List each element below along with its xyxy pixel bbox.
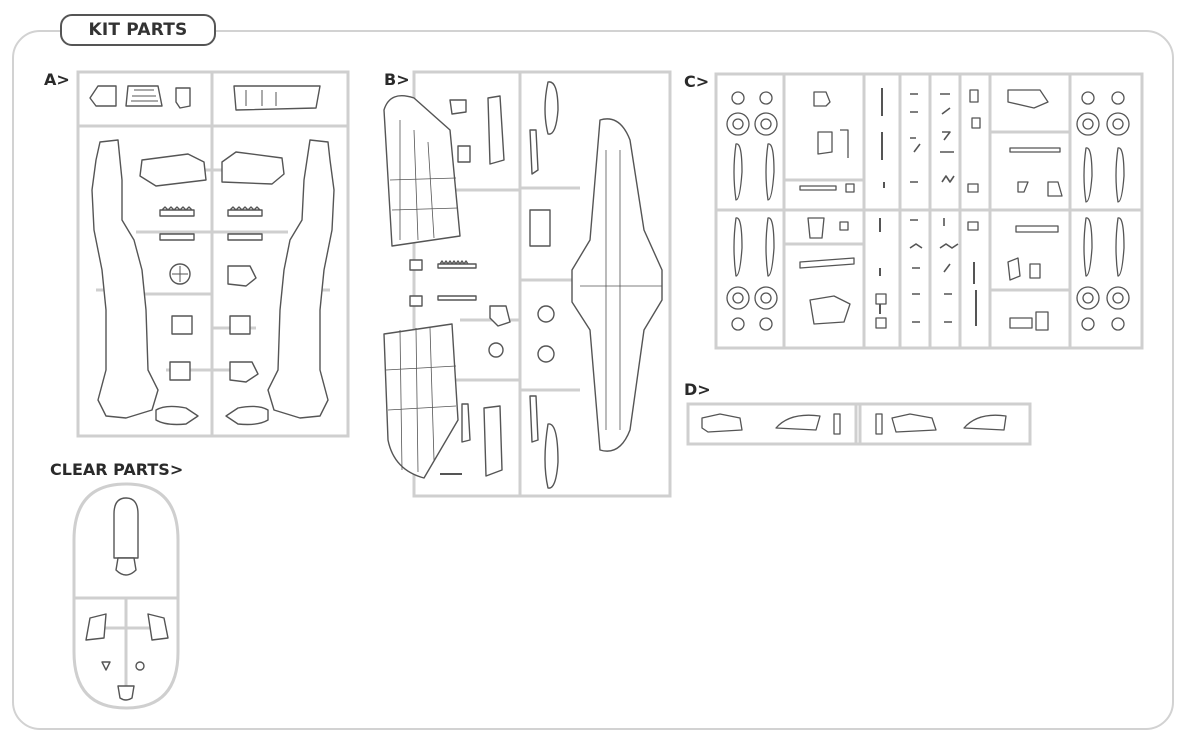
main-wing-part: [571, 118, 663, 452]
canopy-frame-part: [89, 85, 117, 107]
kit-parts-frame: [12, 30, 1174, 730]
wheel-part: [731, 91, 745, 105]
exhaust-strip-part: [159, 206, 195, 217]
drop-tank-right: [225, 405, 269, 426]
fuselage-left-part: [91, 139, 159, 419]
fairing-left-part: [139, 153, 207, 187]
page-title-text: KIT PARTS: [88, 20, 188, 40]
sprue-c-label: C>: [684, 72, 710, 91]
page-title: KIT PARTS: [60, 14, 216, 46]
canopy-part: [113, 497, 139, 559]
seat-part-left: [171, 315, 193, 335]
clear-parts-sprue: [72, 482, 180, 710]
blade-part-lower: [544, 423, 559, 489]
windscreen-part-left: [85, 613, 107, 641]
sprue-a-label: A>: [44, 70, 70, 89]
wing-panel-lower: [383, 323, 459, 479]
wing-panel-upper: [383, 95, 461, 247]
drop-tank-left: [155, 405, 199, 426]
gear-door-part: [701, 413, 743, 433]
cockpit-tub-part: [529, 209, 551, 247]
windscreen-part-right: [147, 613, 169, 641]
sprue-b: [383, 70, 672, 498]
blade-part: [733, 143, 743, 201]
sprue-c: [714, 72, 1144, 350]
sprue-b-label: B>: [384, 70, 410, 89]
fuselage-right-part: [267, 139, 335, 419]
sprue-a: [76, 70, 350, 438]
gear-bracket-part: [227, 265, 257, 287]
cockpit-floor-part: [233, 85, 321, 111]
sprue-d: [686, 402, 1032, 446]
fairing-right-part: [221, 151, 285, 185]
rib-strip-part: [437, 260, 477, 301]
headrest-part: [449, 99, 467, 115]
blade-part-upper: [544, 81, 559, 135]
sprue-d-label: D>: [684, 380, 711, 399]
flap-part-lower: [483, 405, 503, 477]
panel-part: [169, 361, 191, 381]
small-bracket-part: [175, 87, 191, 109]
flap-part-upper: [487, 95, 505, 165]
clear-parts-label: CLEAR PARTS>: [50, 460, 184, 479]
